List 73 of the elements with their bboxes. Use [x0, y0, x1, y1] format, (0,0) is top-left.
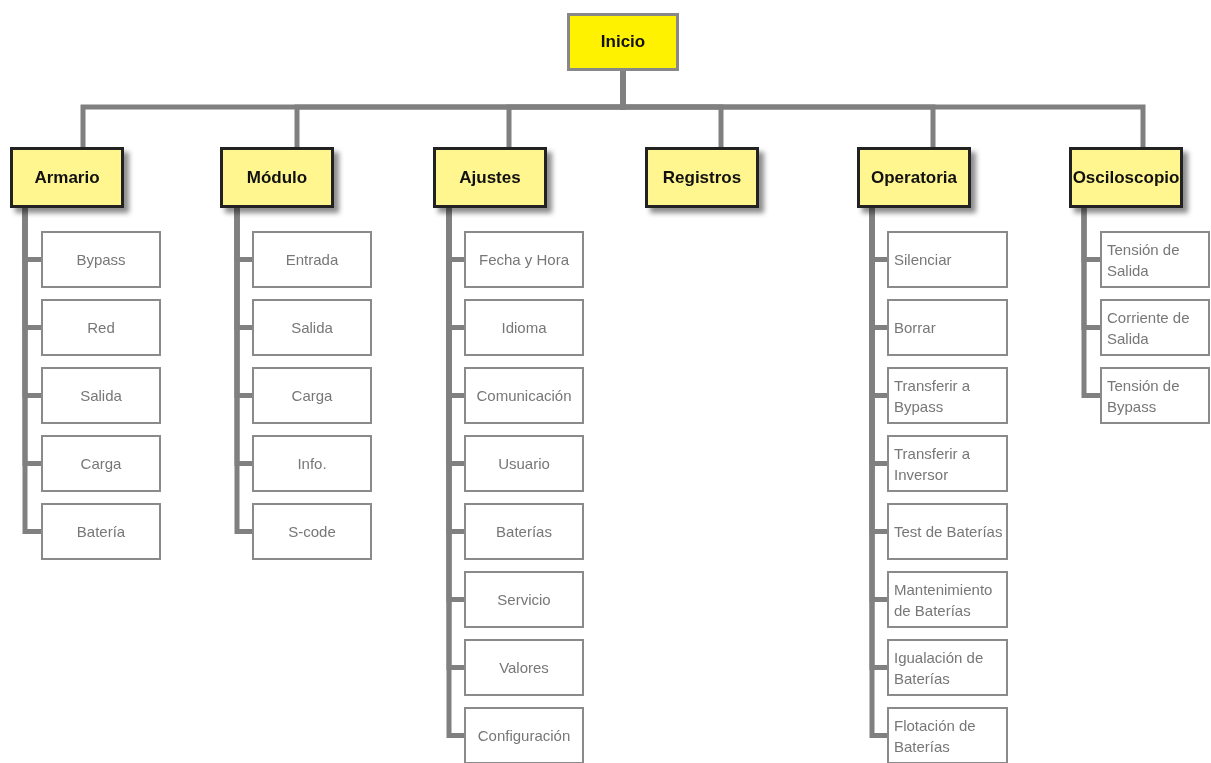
box-label: Servicio: [497, 590, 551, 610]
menu-item-box: [887, 503, 1008, 560]
box-label: Idioma: [501, 318, 547, 338]
menu-item-box: [887, 299, 1008, 356]
box-label: Módulo: [246, 167, 308, 188]
box-label: Baterías: [496, 522, 552, 542]
menu-item-box: [464, 503, 584, 560]
box-label: Registros: [662, 167, 742, 188]
box-label: Operatoria: [871, 167, 957, 188]
menu-item-box: [1100, 367, 1210, 424]
category-box: [10, 147, 124, 208]
box-label: Valores: [499, 658, 549, 678]
box-label: Tensión de Salida: [1107, 239, 1181, 281]
box-label: Batería: [76, 522, 126, 542]
menu-item-box: [464, 435, 584, 492]
category-box: [433, 147, 547, 208]
menu-item-box: [464, 639, 584, 696]
box-label: Corriente de Salida: [1107, 307, 1191, 349]
box-label: Info.: [297, 454, 327, 474]
menu-item-box: [464, 367, 584, 424]
box-label: Carga: [291, 386, 333, 406]
menu-item-box: [887, 707, 1008, 763]
menu-item-box: [464, 231, 584, 288]
menu-item-box: [252, 435, 372, 492]
menu-item-box: [252, 299, 372, 356]
box-label: Mantenimiento de Baterías: [894, 579, 994, 621]
menu-item-box: [252, 231, 372, 288]
box-label: Carga: [80, 454, 122, 474]
menu-item-box: [887, 435, 1008, 492]
box-label: Igualación de Baterías: [894, 647, 985, 689]
category-box: [857, 147, 971, 208]
box-label: Flotación de Baterías: [894, 715, 977, 757]
menu-item-box: [41, 435, 161, 492]
category-box: [645, 147, 759, 208]
box-label: Ajustes: [459, 167, 521, 188]
connector-line: [1081, 208, 1100, 398]
root-box: [567, 13, 679, 71]
box-label: S-code: [288, 522, 336, 542]
box-label: Test de Baterías: [894, 522, 1003, 542]
box-label: Entrada: [285, 250, 339, 270]
menu-item-box: [41, 231, 161, 288]
box-label: Osciloscopio: [1072, 167, 1180, 188]
box-label: Fecha y Hora: [478, 250, 569, 270]
box-label: Usuario: [498, 454, 550, 474]
box-label: Silenciar: [894, 250, 952, 270]
menu-item-box: [41, 367, 161, 424]
menu-item-box: [252, 503, 372, 560]
menu-item-box: [41, 299, 161, 356]
box-label: Inicio: [600, 32, 646, 52]
menu-item-box: [464, 707, 584, 763]
box-label: Bypass: [76, 250, 126, 270]
box-label: Tensión de Bypass: [1107, 375, 1181, 417]
box-label: Transferir a Inversor: [894, 443, 972, 485]
menu-item-box: [252, 367, 372, 424]
box-label: Transferir a Bypass: [894, 375, 972, 417]
menu-item-box: [1100, 231, 1210, 288]
box-label: Armario: [34, 167, 100, 188]
box-label: Configuración: [477, 726, 571, 746]
menu-item-box: [887, 231, 1008, 288]
category-box: [1069, 147, 1183, 208]
category-box: [220, 147, 334, 208]
box-label: Comunicación: [476, 386, 572, 406]
menu-item-box: [464, 299, 584, 356]
menu-item-box: [887, 571, 1008, 628]
menu-item-box: [464, 571, 584, 628]
menu-item-box: [887, 639, 1008, 696]
menu-item-box: [1100, 299, 1210, 356]
box-label: Salida: [291, 318, 333, 338]
box-label: Red: [87, 318, 115, 338]
menu-item-box: [887, 367, 1008, 424]
menu-item-box: [41, 503, 161, 560]
box-label: Salida: [80, 386, 122, 406]
box-label: Borrar: [894, 318, 936, 338]
